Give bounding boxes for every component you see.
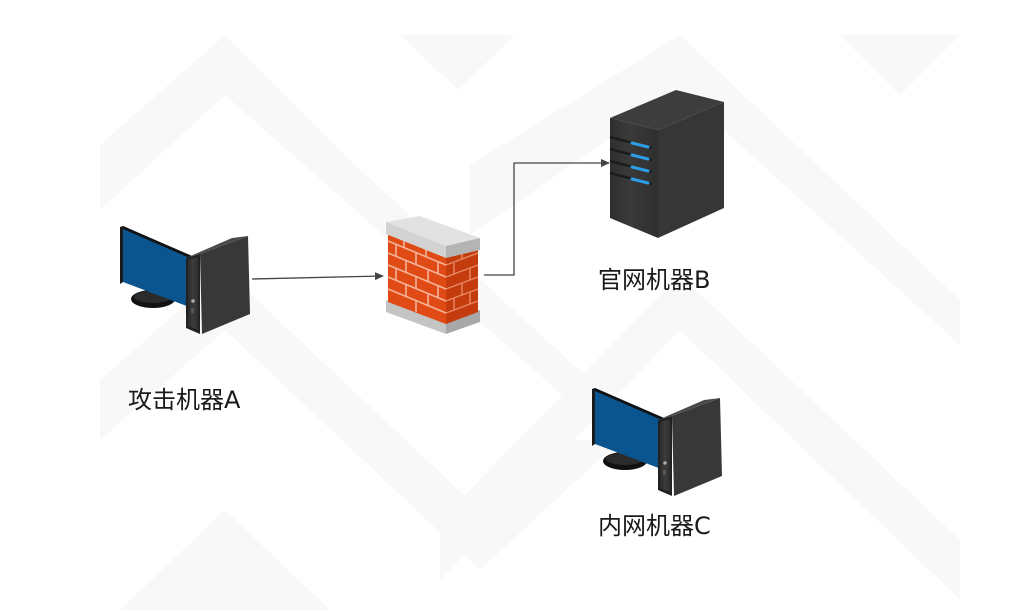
server-icon [609, 90, 724, 238]
label-intranet-machine: 内网机器C [598, 512, 711, 540]
firewall-icon [386, 216, 480, 334]
node-intranet-machine[interactable] [592, 388, 727, 498]
watermark-chevron [400, 35, 515, 90]
watermark-chevron [470, 35, 960, 345]
label-attacker-machine: 攻击机器A [128, 386, 241, 414]
desktop-computer-icon [592, 388, 722, 496]
watermark-chevron [440, 275, 960, 600]
node-firewall[interactable] [384, 216, 484, 338]
node-attacker-machine[interactable] [120, 226, 255, 336]
watermark-chevron [100, 270, 620, 570]
edge-a-to-firewall [251, 272, 384, 281]
desktop-computer-icon [120, 226, 250, 334]
edge-firewall-to-b [484, 159, 610, 276]
watermark-chevron [120, 510, 330, 610]
node-website-server[interactable] [608, 90, 726, 240]
watermark-chevron [840, 35, 960, 95]
label-website-server: 官网机器B [598, 266, 711, 294]
